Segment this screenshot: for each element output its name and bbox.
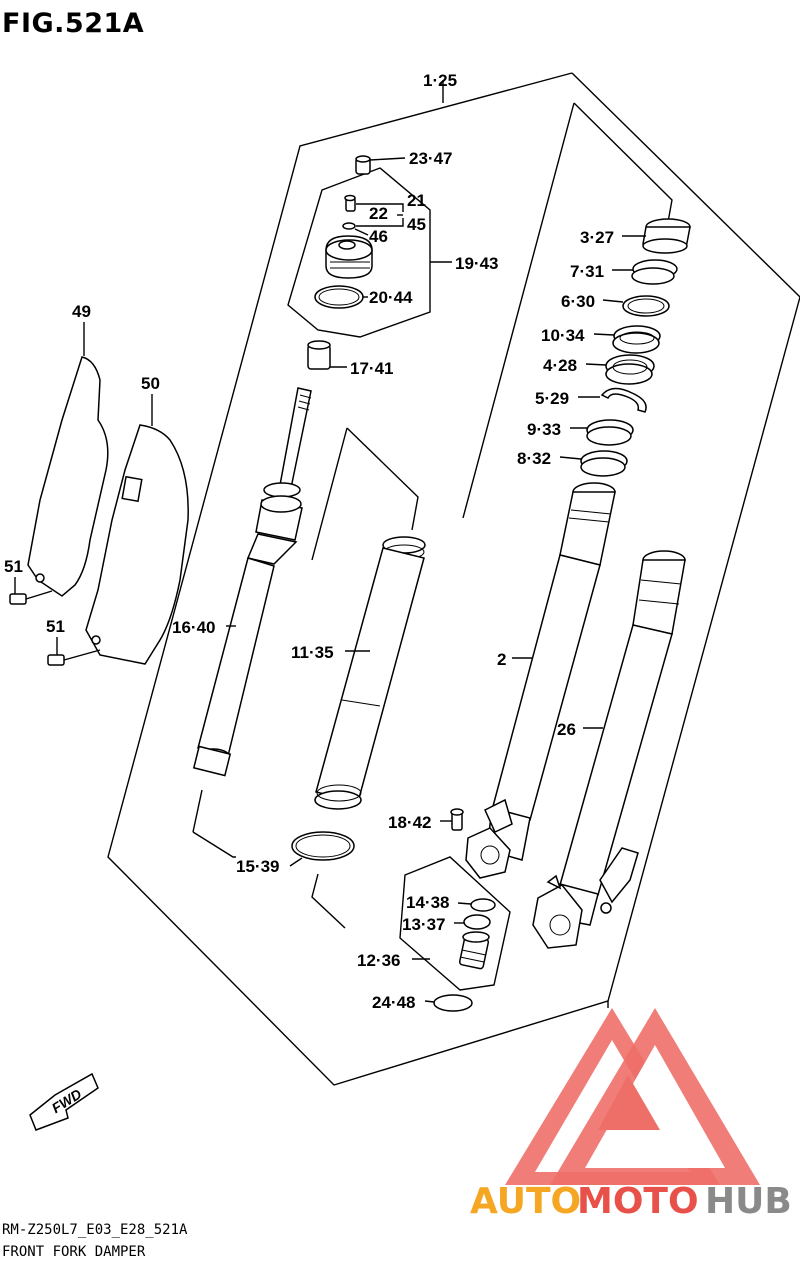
callout-18-42: 18·42 (388, 813, 431, 832)
callout-21: 21 (407, 191, 426, 210)
callout-10-34: 10·34 (541, 326, 585, 345)
part-19-43-cap (325, 235, 373, 279)
callout-23-47: 23·47 (409, 149, 452, 168)
callout-17-41: 17·41 (350, 359, 393, 378)
part-3-27-bushing (642, 218, 691, 254)
callout-4-28: 4·28 (543, 356, 577, 375)
cap-group-outline (287, 167, 431, 338)
part-4-28-oil-seal (605, 354, 655, 385)
callout-16-40: 16·40 (172, 618, 215, 637)
watermark-logo (505, 1008, 760, 1185)
callout-8-32: 8·32 (517, 449, 551, 468)
cartridge-outline-lower (311, 427, 348, 561)
part-49-fork-guard (27, 356, 109, 597)
part-22-washer (342, 222, 356, 230)
callout-3-27: 3·27 (580, 228, 614, 247)
part-14-38-washer (470, 898, 496, 912)
part-51-bolt-a (9, 590, 53, 605)
part-10-34-seal (612, 325, 661, 354)
callout-46: 46 (369, 227, 388, 246)
callout-6-30: 6·30 (561, 292, 595, 311)
callout-5-29: 5·29 (535, 389, 569, 408)
part-8-32-ring (580, 450, 628, 477)
callout-19-43: 19·43 (455, 254, 498, 273)
lower-outline (311, 873, 346, 929)
callout-20-44: 20·44 (369, 288, 413, 307)
part-12-36-valve (458, 931, 490, 970)
callout-13-37: 13·37 (402, 915, 445, 934)
base-valve-outline (399, 856, 511, 991)
part-50-fork-guard (85, 424, 189, 665)
part-51-bolt-b (47, 649, 101, 666)
figure-code: RM-Z250L7_E03_E28_521A (2, 1222, 188, 1238)
callout-45: 45 (407, 215, 426, 234)
watermark-part-hub: HUB (705, 1181, 792, 1222)
callout-12-36: 12·36 (357, 951, 400, 970)
part-23-47-plug (355, 155, 371, 175)
part-17-41-nut (307, 340, 331, 370)
callout-1-25: 1·25 (423, 71, 457, 90)
callout-22: 22 (369, 204, 388, 223)
callout-9-33: 9·33 (527, 420, 561, 439)
leader-lines (14, 157, 646, 1003)
callout-15-39: 15·39 (236, 857, 279, 876)
callout-49: 49 (72, 302, 91, 321)
callout-24-48: 24·48 (372, 993, 415, 1012)
fwd-arrow (29, 1072, 99, 1131)
figure-title: FIG.521A (2, 8, 144, 39)
part-2-outer-tube (465, 482, 616, 879)
cartridge-outline (346, 427, 419, 531)
rod-outline (192, 831, 236, 858)
part-24-48-circlip (433, 994, 473, 1012)
figure-description: FRONT FORK DAMPER (2, 1244, 146, 1260)
callout-26: 26 (557, 720, 576, 739)
watermark-part-auto: AUTO (470, 1181, 581, 1222)
part-7-31-bushing (631, 259, 678, 285)
watermark-part-moto: MOTO (577, 1181, 699, 1222)
callout-7-31: 7·31 (570, 262, 604, 281)
part-16-40-damper (192, 387, 312, 777)
part-13-37-oring (463, 914, 491, 930)
part-15-39-oring (291, 831, 355, 861)
callout-50: 50 (141, 374, 160, 393)
callout-14-38: 14·38 (406, 893, 449, 912)
callout-51-upper: 51 (4, 557, 23, 576)
part-5-29-circlip (600, 387, 647, 413)
assembly-outline (107, 72, 800, 1086)
callout-2: 2 (497, 650, 506, 669)
part-26-inner-tube (532, 550, 686, 949)
part-9-33-dust-seal (586, 419, 634, 446)
callout-11-35: 11·35 (291, 643, 334, 662)
part-18-42-bolt (450, 808, 464, 831)
part-21-screw (344, 194, 356, 212)
part-11-35-cartridge (314, 536, 426, 810)
callout-51-lower: 51 (46, 617, 65, 636)
